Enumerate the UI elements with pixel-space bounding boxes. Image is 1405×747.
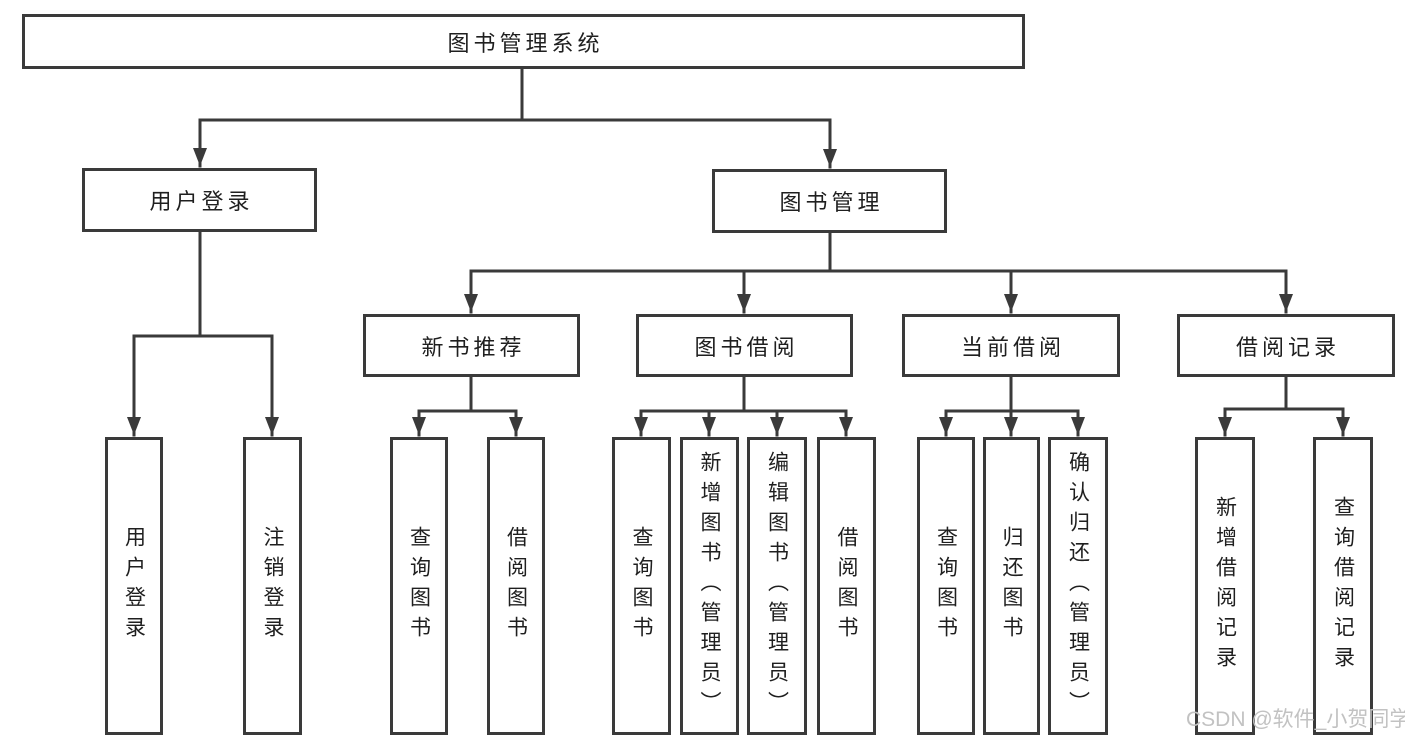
node-current-borrow-label: 当前借阅 xyxy=(960,334,1065,360)
leaf-newbooks-query-books-label: 查询图书 xyxy=(407,526,431,646)
leaf-borrow-edit-books-admin: 编辑图书（管理员） xyxy=(747,437,807,735)
csdn-watermark: CSDN @软件_小贺同学 xyxy=(1186,708,1405,731)
leaf-borrow-add-books-admin: 新增图书（管理员） xyxy=(680,437,739,735)
node-user-login-label: 用户登录 xyxy=(149,189,254,214)
node-root: 图书管理系统 xyxy=(22,14,1025,69)
leaf-current-query-books-label: 查询图书 xyxy=(934,526,958,646)
node-borrow-records: 借阅记录 xyxy=(1177,314,1395,377)
leaf-newbooks-borrow-books-label: 借阅图书 xyxy=(504,526,528,646)
leaf-records-add-record: 新增借阅记录 xyxy=(1195,437,1255,735)
leaf-borrow-edit-books-admin-label: 编辑图书（管理员） xyxy=(765,451,789,721)
leaf-borrow-query-books: 查询图书 xyxy=(612,437,671,735)
node-root-label: 图书管理系统 xyxy=(447,30,604,56)
leaf-current-query-books: 查询图书 xyxy=(917,437,975,735)
leaf-borrow-borrow-books-label: 借阅图书 xyxy=(835,526,858,646)
node-book-management: 图书管理 xyxy=(712,169,947,233)
node-user-login: 用户登录 xyxy=(82,168,317,232)
leaf-borrow-borrow-books: 借阅图书 xyxy=(817,437,876,735)
leaf-current-confirm-return-admin-label: 确认归还（管理员） xyxy=(1066,451,1090,721)
leaf-current-return-books-label: 归还图书 xyxy=(1000,526,1023,646)
node-new-book-recommend-label: 新书推荐 xyxy=(421,334,526,360)
node-book-management-label: 图书管理 xyxy=(779,190,884,215)
node-book-borrow-label: 图书借阅 xyxy=(694,334,799,360)
leaf-newbooks-query-books: 查询图书 xyxy=(390,437,448,735)
leaf-records-query-record-label: 查询借阅记录 xyxy=(1331,496,1355,676)
leaf-borrow-add-books-admin-label: 新增图书（管理员） xyxy=(698,451,721,721)
leaf-records-query-record: 查询借阅记录 xyxy=(1313,437,1373,735)
leaf-user-login: 用户登录 xyxy=(105,437,163,735)
connector-group xyxy=(127,67,1350,437)
node-current-borrow: 当前借阅 xyxy=(902,314,1120,377)
leaf-logout: 注销登录 xyxy=(243,437,302,735)
leaf-current-confirm-return-admin: 确认归还（管理员） xyxy=(1048,437,1108,735)
leaf-logout-label: 注销登录 xyxy=(261,526,284,646)
leaf-records-add-record-label: 新增借阅记录 xyxy=(1213,496,1237,676)
leaf-user-login-label: 用户登录 xyxy=(122,526,146,646)
leaf-newbooks-borrow-books: 借阅图书 xyxy=(487,437,545,735)
leaf-borrow-query-books-label: 查询图书 xyxy=(630,526,653,646)
node-new-book-recommend: 新书推荐 xyxy=(363,314,580,377)
node-borrow-records-label: 借阅记录 xyxy=(1235,334,1340,360)
leaf-current-return-books: 归还图书 xyxy=(983,437,1040,735)
node-book-borrow: 图书借阅 xyxy=(636,314,853,377)
